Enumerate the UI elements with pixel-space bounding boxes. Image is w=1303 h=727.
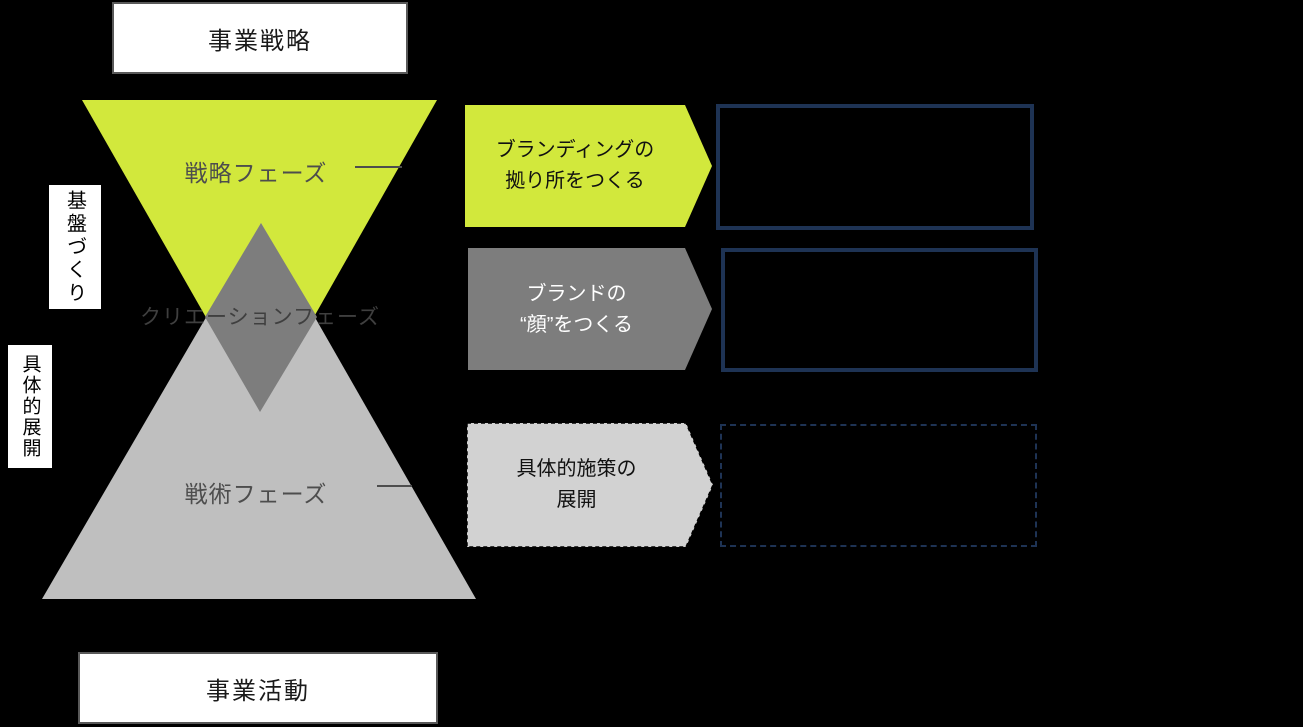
brand-face-chevron (468, 248, 712, 370)
brand-face-line1: ブランドの (526, 283, 627, 305)
measures-line1: 具体的施策の (516, 458, 637, 480)
business-activity-label: 事業活動 (206, 677, 310, 705)
branding-line2: 拠り所をつくる (505, 170, 645, 192)
measures-chevron-caption: 具体的施策の 展開 (467, 454, 686, 516)
development-text: 具体的展開 (19, 354, 41, 459)
creation-diamond (205, 223, 317, 412)
business-strategy-box: 事業戦略 (112, 2, 408, 74)
business-activity-box: 事業活動 (78, 652, 438, 724)
strategy-phase-label: 戦略フェーズ (184, 160, 328, 186)
measures-chevron (466, 422, 714, 548)
branding-line1: ブランディングの (495, 139, 655, 161)
foundation-side-label: 基盤づくり (49, 185, 101, 309)
brand-face-chevron-caption: ブランドの “顔”をつくる (468, 279, 685, 341)
business-strategy-label: 事業戦略 (208, 27, 312, 55)
branding-chevron-caption: ブランディングの 拠り所をつくる (465, 135, 685, 197)
content-box-brand-face (721, 248, 1038, 372)
tactics-phase-label: 戦術フェーズ (184, 481, 328, 507)
tactics-triangle (42, 223, 476, 599)
content-box-measures (720, 424, 1037, 547)
content-box-branding (716, 104, 1034, 230)
brand-face-line2: “顔”をつくる (520, 314, 633, 336)
creation-phase-label: クリエーションフェーズ (140, 306, 380, 329)
development-side-label: 具体的展開 (8, 345, 52, 468)
branding-chevron (465, 105, 712, 227)
foundation-text: 基盤づくり (63, 189, 86, 305)
measures-line2: 展開 (556, 489, 597, 511)
